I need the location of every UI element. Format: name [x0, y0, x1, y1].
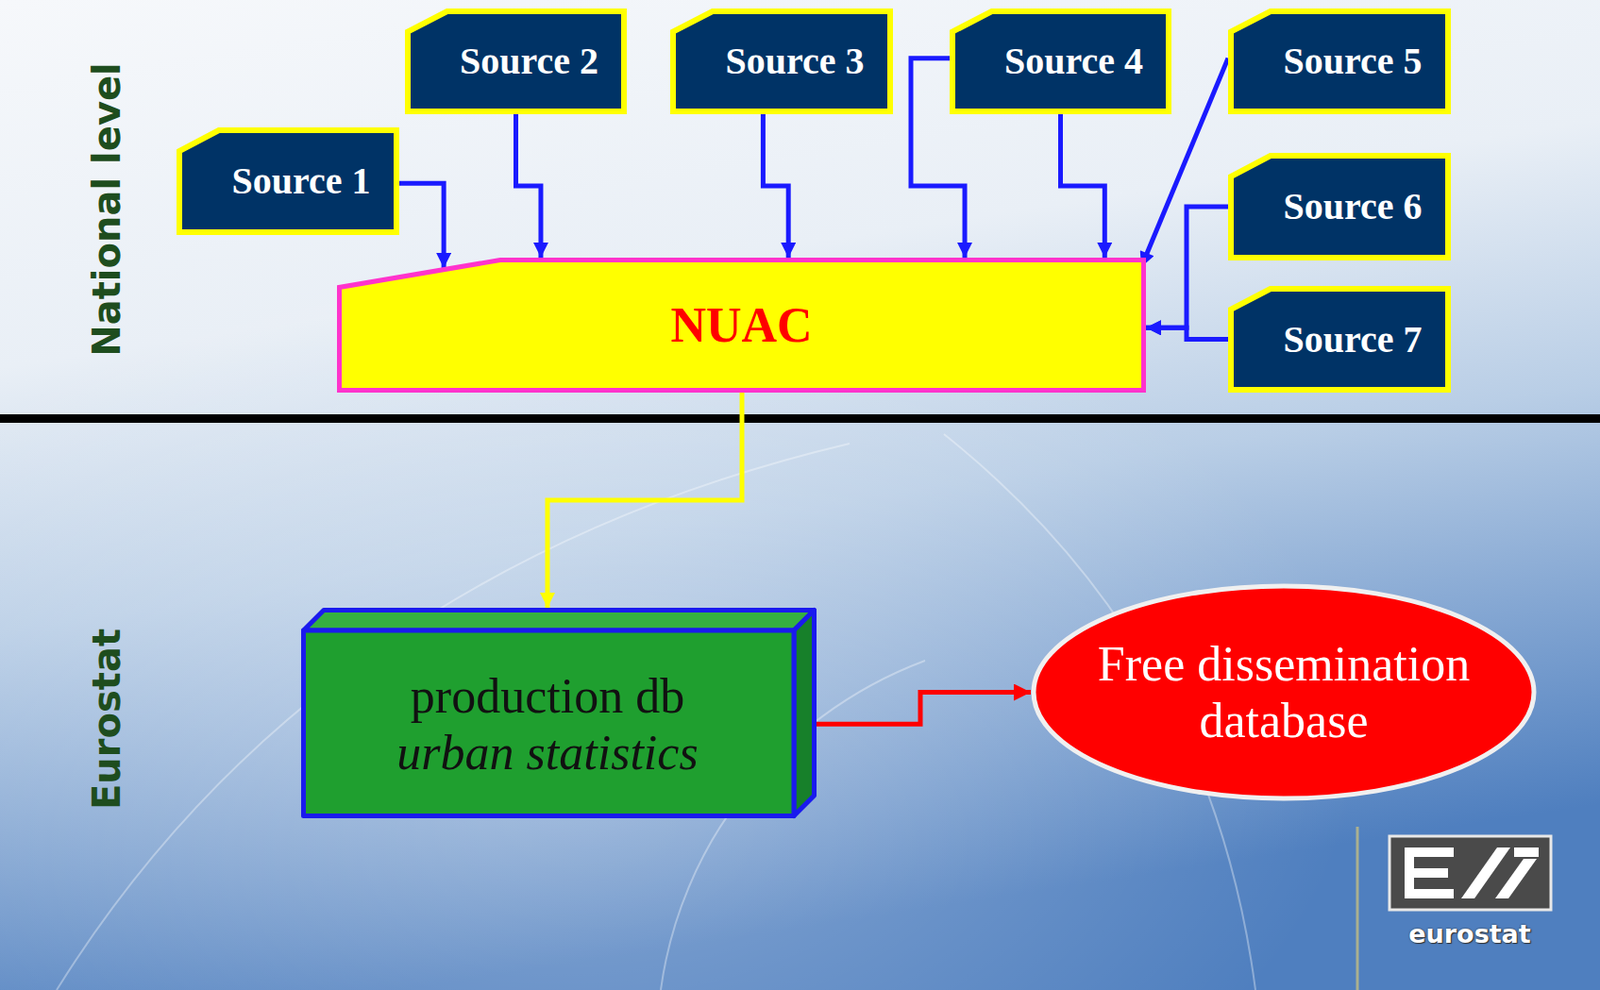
level-label: National level	[85, 62, 128, 357]
node-content: NUAC	[670, 297, 812, 354]
eurostat-logo	[1389, 836, 1551, 910]
node-text: Source 7	[1282, 318, 1422, 362]
database-ellipse-outline	[1030, 583, 1537, 802]
node-text: urban statistics	[396, 724, 698, 782]
database-face	[303, 630, 795, 817]
source-shape	[952, 11, 1169, 112]
source-box: Source 2	[404, 8, 627, 115]
node-content: Source 7	[1282, 318, 1422, 362]
node-content: Source 5	[1282, 39, 1422, 84]
logo-wordmark: eurostat	[1408, 920, 1532, 949]
node-text: Source 1	[231, 159, 371, 203]
level-label: Eurostat	[85, 628, 128, 810]
node-content: Source 4	[1004, 39, 1144, 84]
source-box: Source 7	[1228, 286, 1451, 393]
node-text: production db	[410, 668, 685, 725]
node-content: Source 2	[459, 39, 599, 84]
source-box: Source 3	[670, 8, 893, 115]
source-shape	[179, 130, 397, 233]
node-content: Free dissemination database	[1073, 636, 1496, 750]
connector-arrow	[516, 114, 541, 258]
connector-arrow	[547, 392, 742, 608]
level-divider	[0, 414, 1600, 423]
source-box: Source 6	[1228, 152, 1451, 261]
collector-box: NUAC	[336, 257, 1146, 393]
node-text: Source 3	[724, 39, 864, 84]
connector-arrow	[1061, 114, 1106, 258]
source-shape	[407, 11, 624, 112]
node-text: Source 5	[1282, 39, 1422, 84]
connector-arrow	[1145, 206, 1229, 328]
source-box: Source 5	[1228, 8, 1451, 115]
node-content: Source 6	[1282, 185, 1422, 229]
source-shape	[673, 11, 891, 112]
source-shape	[1230, 288, 1449, 390]
connector-arrow	[399, 183, 444, 269]
source-box: Source 4	[949, 8, 1172, 115]
ellipse-shape	[1033, 586, 1534, 799]
database-ellipse: Free dissemination database	[1030, 583, 1537, 802]
source-box: Source 1	[176, 127, 400, 236]
database-face	[303, 610, 815, 632]
source-shape	[1230, 11, 1449, 112]
node-text: Source 2	[459, 39, 599, 84]
node-text: Source 6	[1282, 185, 1422, 229]
node-text: Source 4	[1004, 39, 1144, 84]
node-content: Source 1	[231, 159, 371, 203]
node-text: NUAC	[670, 297, 812, 354]
connector-arrow	[762, 114, 789, 258]
collector-shape	[339, 260, 1145, 391]
node-text: Free dissemination database	[1073, 636, 1496, 750]
logo-rule	[1356, 826, 1360, 990]
source-shape	[1230, 155, 1449, 258]
connector-arrow	[1145, 327, 1229, 339]
node-content: Source 3	[724, 39, 864, 84]
node-content: production dburban statistics	[396, 668, 698, 782]
database-face	[793, 610, 815, 817]
database-box: production dburban statistics	[301, 607, 817, 819]
connector-arrow	[816, 692, 1031, 725]
